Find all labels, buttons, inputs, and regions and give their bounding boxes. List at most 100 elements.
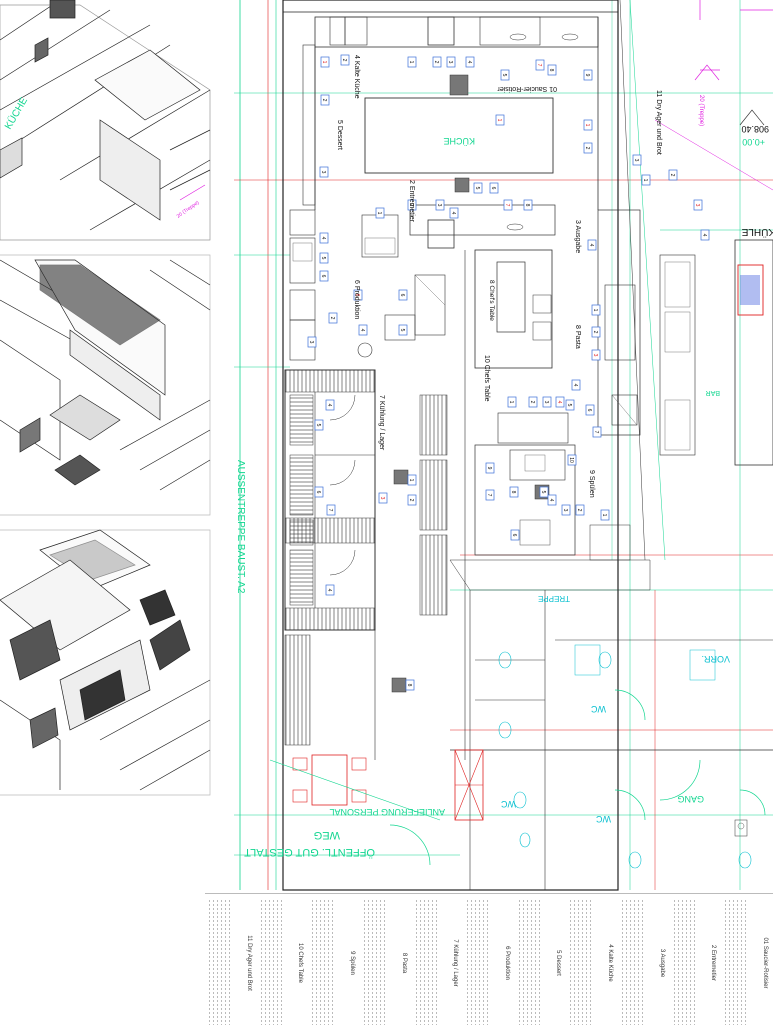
equipment-tag-number: 3	[633, 159, 639, 162]
legend-column-rows	[415, 900, 438, 1025]
equipment-tag-number: 2	[408, 499, 414, 502]
station-label-3: 3 Ausgabe	[574, 220, 581, 253]
equipment-tag-number: 6	[320, 275, 326, 278]
station-label-11: 11 Dry Ager und Brot	[655, 90, 662, 155]
equipment-tag-number: 4	[556, 401, 562, 404]
equipment-tag	[571, 379, 581, 391]
equipment-tag-number: 2	[321, 99, 327, 102]
equipment-tag	[473, 182, 483, 194]
equipment-tag-number: 3	[308, 341, 314, 344]
equipment-tag	[495, 114, 505, 126]
isometric-view-bottom	[0, 529, 211, 796]
legend-column: 2 Entremetier	[670, 894, 722, 1031]
equipment-tag	[510, 529, 520, 541]
equipment-tag	[435, 199, 445, 211]
station-label-8: 8 Pasta	[574, 325, 581, 349]
equipment-tag-number: 4	[359, 329, 365, 332]
equipment-tag	[542, 396, 552, 408]
equipment-tag-number: 8	[510, 491, 516, 494]
equipment-tag-number: 3	[436, 204, 442, 207]
equipment-tag	[539, 486, 549, 498]
equipment-tag	[375, 207, 385, 219]
equipment-tag-number: 3	[694, 204, 700, 207]
equipment-tag	[523, 199, 533, 211]
equipment-tag	[528, 396, 538, 408]
equipment-tag	[583, 69, 593, 81]
oeffentl-label: ÖFFENTL. GUT GESTALT	[244, 846, 375, 858]
level-label-2: 908.40	[741, 124, 769, 134]
legend-column: 4 Kalte Küche	[566, 894, 618, 1031]
legend-column-title: 7 Kühlung / Lager	[452, 938, 459, 987]
legend-column-rows	[570, 900, 592, 1025]
equipment-tag-number: 5	[320, 257, 326, 260]
equipment-tag	[314, 486, 324, 498]
legend-column-rows	[467, 900, 489, 1025]
equipment-tag-number: 9	[584, 74, 590, 77]
level-label: +0.00	[742, 137, 765, 147]
equipment-tag	[547, 494, 557, 506]
equipment-tag-number: 6	[586, 409, 592, 412]
equipment-tag-number: 7	[504, 204, 510, 207]
equipment-tag-number: 2	[329, 317, 335, 320]
equipment-tag	[591, 349, 601, 361]
equipment-tag	[358, 324, 368, 336]
equipment-tag-number: 2	[669, 174, 675, 177]
chefs-table-label: 8 Chef's Table	[488, 280, 495, 321]
equipment-tag	[325, 399, 335, 411]
equipment-tag	[587, 239, 597, 251]
equipment-tag-number: 6	[399, 294, 405, 297]
equipment-tag-number: 5	[315, 424, 321, 427]
equipment-tag-number: 3	[320, 171, 326, 174]
equipment-tag-number: 4	[548, 499, 554, 502]
equipment-tag-number: 8	[524, 204, 530, 207]
legend-column-rows	[363, 900, 386, 1025]
equipment-tag	[561, 504, 571, 516]
equipment-tag-number: 8	[548, 69, 554, 72]
equipment-tag	[432, 56, 442, 68]
equipment-tag-number: 1	[321, 61, 327, 64]
legend-column-rows	[312, 900, 334, 1025]
wc-label-1: WC	[591, 704, 606, 714]
equipment-tag-number: 3	[543, 401, 549, 404]
equipment-tag-number: 2	[584, 147, 590, 150]
isometric-view-middle	[0, 254, 211, 516]
equipment-tag	[583, 142, 593, 154]
equipment-tag	[465, 56, 475, 68]
equipment-tag-number: 5	[474, 187, 480, 190]
equipment-tag	[500, 69, 510, 81]
equipment-tag-number: 3	[379, 497, 385, 500]
equipment-tag	[555, 396, 565, 408]
legend-column-rows	[518, 900, 541, 1025]
equipment-tag-number: 2	[433, 61, 439, 64]
equipment-tag-number: 7	[486, 494, 492, 497]
equipment-tag	[591, 326, 601, 338]
aussentreppe-label: AUSSENTREPPE BAUST. A2	[235, 460, 246, 594]
equipment-tag-number: 4	[701, 234, 707, 237]
equipment-tag-number: 1	[508, 401, 514, 404]
station-label-10: 10 Chefs Table	[483, 355, 490, 402]
legend-column-title: 10 Chefs Table	[297, 942, 304, 983]
equipment-tag-number: 2	[576, 509, 582, 512]
equipment-tag	[632, 154, 642, 166]
isometric-view-top: KÜCHE 20 (Treppe)	[0, 0, 211, 241]
legend-column-rows	[622, 900, 644, 1025]
equipment-tag-number: 5	[540, 491, 546, 494]
station-label-5: 5 Dessert	[336, 120, 343, 150]
equipment-tag	[378, 492, 388, 504]
vorr-label: VORR.	[701, 654, 730, 664]
equipment-tag-number: 2	[592, 331, 598, 334]
equipment-tag-number: 4	[466, 61, 472, 64]
legend-column-title: 5 Dessert	[555, 949, 562, 976]
equipment-tag	[319, 232, 329, 244]
equipment-tag-number: 6	[354, 294, 360, 297]
equipment-tag	[575, 504, 585, 516]
equipment-tag-number: 8	[406, 684, 412, 687]
legend-column-title: 4 Kalte Küche	[607, 943, 614, 982]
equipment-tag-number: 5	[399, 329, 405, 332]
equipment-tag	[407, 474, 417, 486]
legend-column-title: 6 Produktion	[503, 945, 510, 980]
equipment-tag	[398, 324, 408, 336]
